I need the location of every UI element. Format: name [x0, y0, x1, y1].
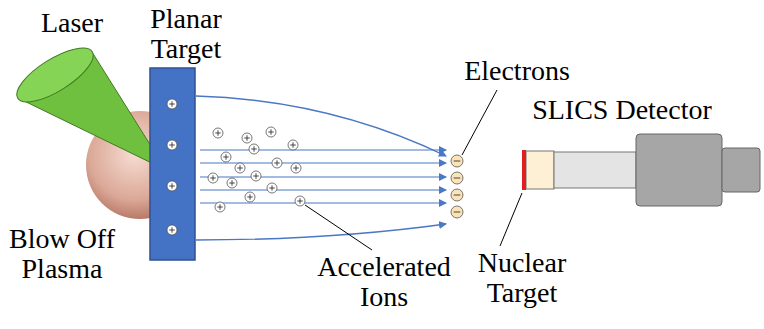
electron	[451, 206, 463, 218]
charge-sign	[454, 178, 461, 179]
surface-charge	[167, 99, 177, 109]
ion	[251, 171, 261, 181]
label: Nuclear Target	[460, 248, 585, 308]
ion	[249, 144, 259, 154]
ion	[295, 196, 305, 206]
ion	[288, 140, 298, 150]
planar-target	[150, 68, 195, 260]
charges	[167, 99, 463, 235]
surface-charge	[167, 140, 177, 150]
laser-beam	[9, 38, 166, 170]
label: Planar Target	[131, 4, 241, 64]
ion	[227, 178, 237, 188]
charge-sign	[213, 175, 214, 181]
ion	[291, 163, 301, 173]
charge-sign	[277, 160, 278, 166]
charge-sign	[296, 165, 297, 171]
ion	[221, 152, 231, 162]
ion	[215, 202, 225, 212]
charge-sign	[172, 101, 173, 107]
charge-sign	[272, 185, 273, 191]
electron	[451, 189, 463, 201]
field-lines	[196, 96, 446, 240]
surface-charge	[167, 181, 177, 191]
charge-sign	[256, 173, 257, 179]
ion	[272, 158, 282, 168]
charge-sign	[254, 146, 255, 152]
charge-sign	[172, 183, 173, 189]
charge-sign	[250, 194, 251, 200]
label: Blow Off Plasma	[5, 224, 120, 284]
field-line	[200, 202, 446, 203]
charge-sign	[172, 227, 173, 233]
field-line	[200, 189, 446, 190]
nuclear-target	[522, 150, 526, 190]
charge-sign	[218, 130, 219, 136]
electron	[451, 172, 463, 184]
field-line	[200, 162, 446, 163]
label: Accelerated Ions	[304, 252, 464, 312]
ion	[242, 133, 252, 143]
leader-lines	[305, 90, 522, 250]
charge-sign	[454, 161, 461, 162]
ion	[213, 128, 223, 138]
charge-sign	[300, 198, 301, 204]
label: Electrons	[437, 56, 597, 86]
ion	[208, 173, 218, 183]
charge-sign	[172, 142, 173, 148]
surface-charge	[167, 225, 177, 235]
field-line	[200, 149, 446, 150]
ion	[235, 163, 245, 173]
label: SLICS Detector	[487, 95, 757, 125]
charge-sign	[454, 195, 461, 196]
label: Laser	[12, 8, 132, 38]
field-line	[200, 176, 446, 177]
charge-sign	[232, 180, 233, 186]
charge-sign	[454, 212, 461, 213]
charge-sign	[226, 154, 227, 160]
charge-sign	[247, 135, 248, 141]
charge-sign	[293, 142, 294, 148]
ion	[245, 192, 255, 202]
electron	[451, 155, 463, 167]
charge-sign	[271, 129, 272, 135]
ion	[266, 127, 276, 137]
ion	[267, 183, 277, 193]
slics-detector	[524, 134, 760, 206]
charge-sign	[220, 204, 221, 210]
charge-sign	[240, 165, 241, 171]
